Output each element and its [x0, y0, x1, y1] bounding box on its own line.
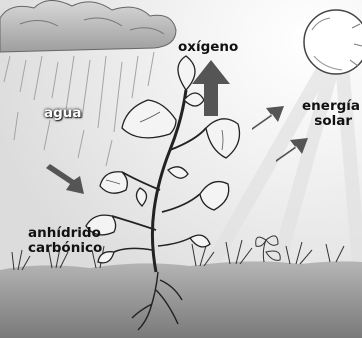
solar-energy-label-line2: solar [290, 114, 352, 129]
carbon-dioxide-label-line1: anhídrido [28, 226, 101, 241]
oxygen-label: oxígeno [178, 40, 238, 55]
carbon-dioxide-label-line2: carbónico [28, 241, 102, 256]
solar-energy-label-line1: energía [290, 99, 360, 114]
water-label: agua [44, 106, 82, 121]
sun-icon [304, 10, 362, 74]
